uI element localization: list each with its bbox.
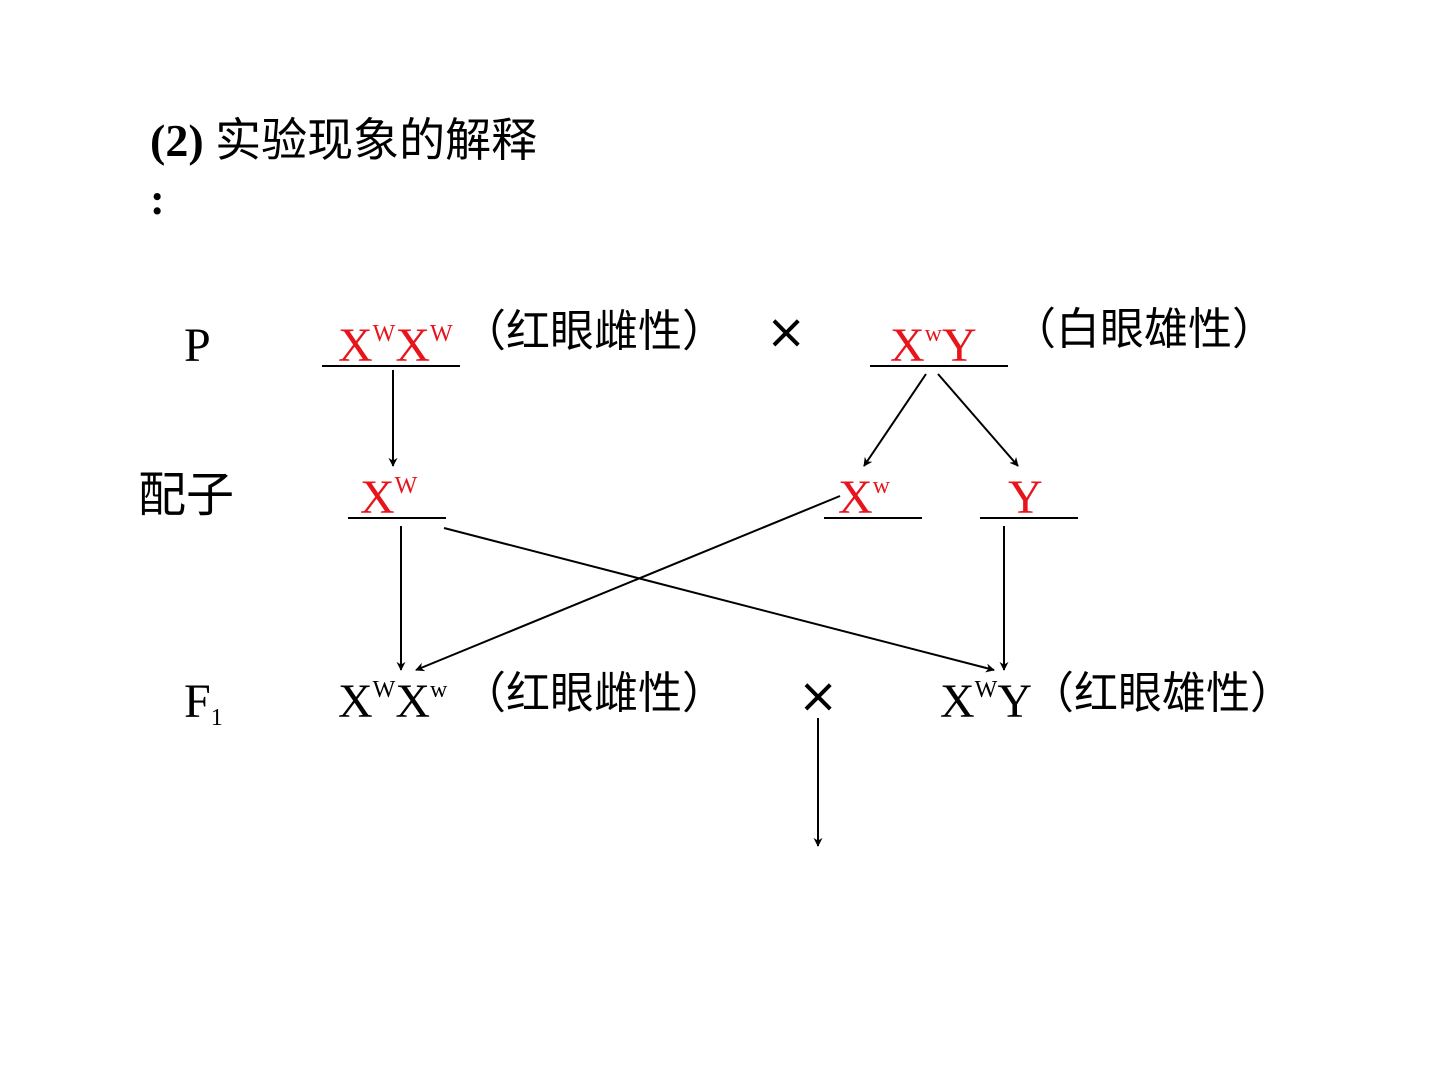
row-label-f1: F1 [184, 675, 223, 731]
title-text: 实验现象的解释 [215, 115, 538, 166]
parent-female-phenotype: （红眼雌性） [462, 306, 726, 357]
parent-cross-symbol: × [766, 304, 807, 360]
arrow-gamete2-to-f1-female [415, 495, 841, 672]
parent-male-phenotype: （白眼雄性） [1012, 304, 1276, 355]
gamete-male-y: Y [1008, 471, 1043, 524]
f1-female-genotype: XWXw [338, 675, 448, 728]
page-title: (2) 实验现象的解释 [150, 118, 537, 164]
row-label-gamete: 配子 [138, 469, 235, 522]
row-label-p: P [184, 319, 211, 372]
f1-male-genotype: XWY [940, 675, 1032, 728]
parent-female-genotype: XWXW [338, 319, 453, 372]
title-number: (2) [150, 115, 204, 166]
title-colon: : [150, 175, 165, 224]
arrow-male-to-gamete-xw [863, 373, 927, 467]
f1-male-phenotype: （红眼雄性） [1030, 668, 1294, 719]
arrow-gamete1-to-f1-male [443, 527, 995, 673]
gamete-female-xw: XW [360, 471, 418, 524]
gamete-male-xw: Xw [838, 471, 891, 524]
parent-male-genotype: XwY [890, 319, 977, 372]
f1-female-phenotype: （红眼雌性） [462, 668, 726, 719]
arrow-male-to-gamete-y [937, 373, 1019, 467]
f1-cross-symbol: × [798, 668, 839, 724]
